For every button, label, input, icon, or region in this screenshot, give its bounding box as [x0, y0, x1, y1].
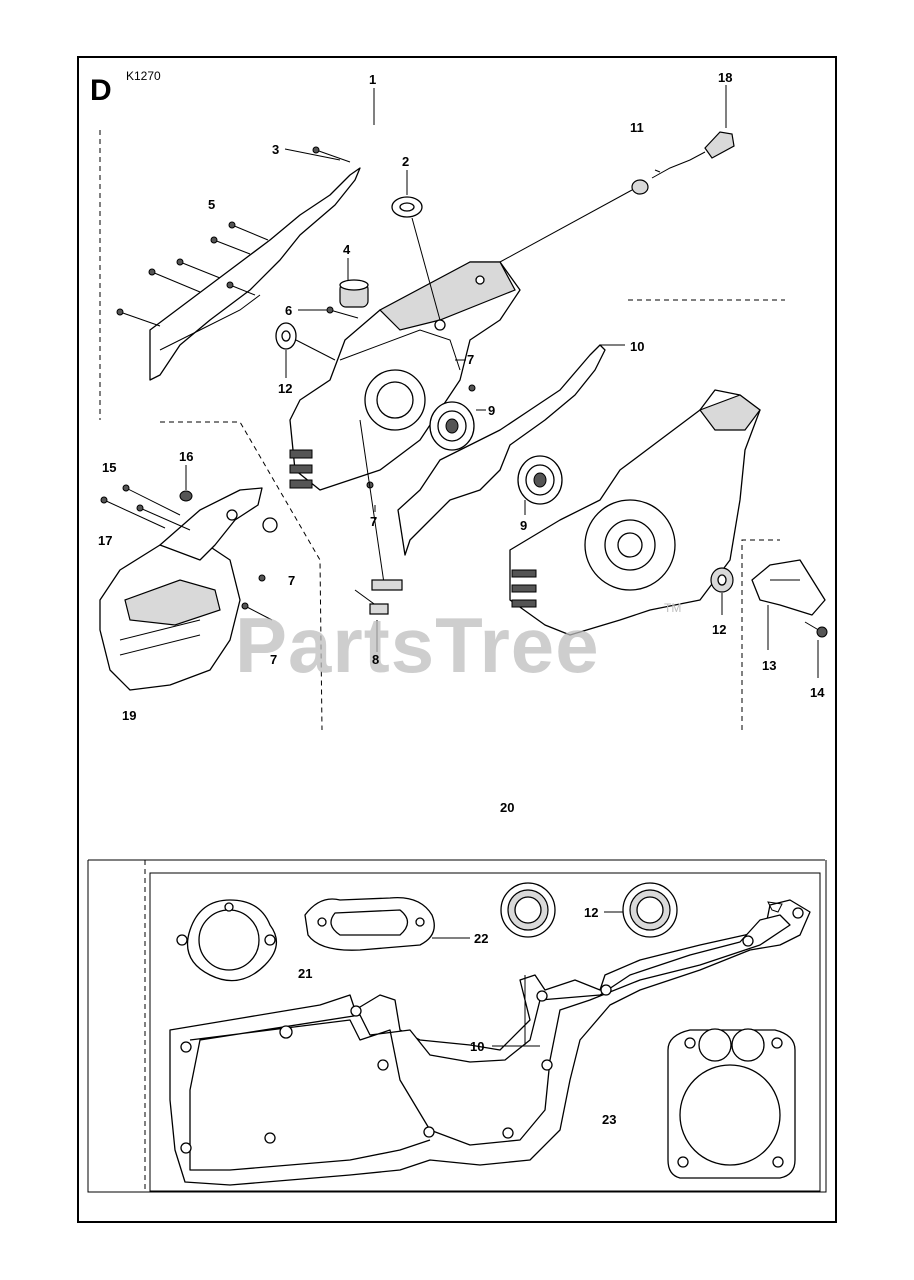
callout-19: 19	[122, 708, 136, 723]
gasket-part-22	[304, 896, 470, 951]
callout-16: 16	[179, 449, 193, 464]
callout-23: 23	[602, 1112, 616, 1127]
callout-18: 18	[718, 70, 732, 85]
section-letter: D	[90, 74, 112, 107]
callout-11: 11	[630, 120, 644, 135]
diagram-code: K1270	[126, 69, 161, 83]
nipple-part-18	[704, 85, 735, 159]
callout-9-right: 9	[520, 518, 527, 533]
callout-2: 2	[402, 154, 409, 169]
seal-kit-left	[500, 882, 556, 938]
callout-1: 1	[369, 72, 376, 87]
callout-9-left: 9	[488, 403, 495, 418]
cover-part-19	[99, 539, 241, 691]
callout-12-left: 12	[278, 381, 292, 396]
gasket-part-23	[667, 1028, 796, 1179]
callout-7-bottom: 7	[270, 652, 277, 667]
callout-15: 15	[102, 460, 116, 475]
washer-part-12-left	[275, 322, 336, 378]
bearing-part-9-right	[517, 455, 563, 515]
callout-7-upper: 7	[467, 352, 474, 367]
screw-part-6	[298, 306, 359, 319]
seal-part-2	[391, 170, 441, 321]
callout-10-kit: 10	[470, 1039, 484, 1054]
cable-part-11	[499, 151, 706, 263]
callout-12-right: 12	[712, 622, 726, 637]
callout-20: 20	[500, 800, 514, 815]
callout-5: 5	[208, 197, 215, 212]
bolt-part-8	[354, 419, 403, 652]
callout-8: 8	[372, 652, 379, 667]
callout-12-kit: 12	[584, 905, 598, 920]
watermark-text: PartsTree	[235, 601, 600, 689]
callout-labels: 1 18 11 3 2 5 4 6 10 7 12 9 15 16 7 9 17…	[98, 70, 825, 1127]
crankcase-right-half	[509, 389, 761, 636]
callout-4: 4	[343, 242, 351, 257]
seal-part-12-kit	[604, 882, 678, 938]
callout-7-middle: 7	[370, 514, 377, 529]
bracket-part-13	[751, 559, 826, 650]
callout-22: 22	[474, 931, 488, 946]
screw-part-14	[804, 621, 828, 678]
callout-21: 21	[298, 966, 312, 981]
crankcase-left-half	[289, 261, 521, 491]
bolts-part-15	[100, 484, 191, 531]
bushing-part-4	[339, 258, 369, 308]
watermark-trademark: TM	[664, 601, 681, 615]
gasket-part-21	[176, 899, 277, 982]
callout-6: 6	[285, 303, 292, 318]
callout-10-upper: 10	[630, 339, 644, 354]
lever-part-17	[159, 487, 278, 561]
washer-part-12-right	[710, 567, 734, 615]
gasket-kit-box	[87, 859, 827, 1193]
bolts-set	[116, 221, 269, 327]
watermark: PartsTree TM	[235, 601, 681, 689]
bolt-part-3	[312, 146, 351, 163]
bracket-assembly-part-5	[116, 146, 361, 381]
group-dash-lines	[99, 130, 785, 731]
diagram-border	[77, 56, 837, 1223]
gasket-part-10-kit	[169, 899, 811, 1186]
callout-7-lower: 7	[288, 573, 295, 588]
callout-3: 3	[272, 142, 279, 157]
callout-13: 13	[762, 658, 776, 673]
bearing-part-9-left	[429, 401, 486, 451]
callout-17: 17	[98, 533, 112, 548]
nut-part-16	[179, 465, 193, 502]
gasket-part-10-middle	[397, 344, 625, 556]
callout-14: 14	[810, 685, 825, 700]
